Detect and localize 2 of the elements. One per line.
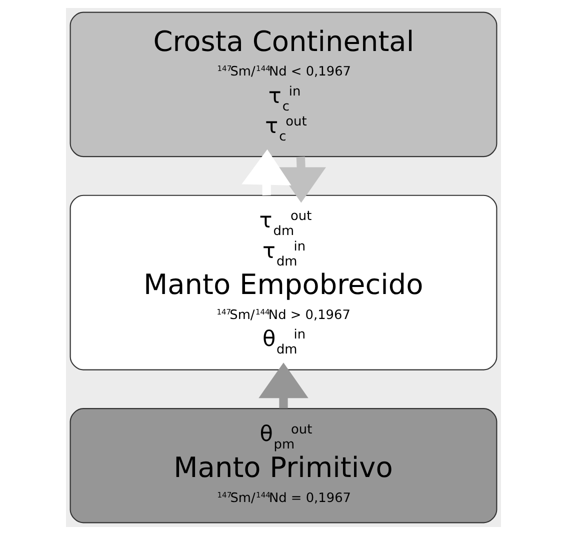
arrow xyxy=(258,362,308,408)
arrow xyxy=(241,149,291,196)
